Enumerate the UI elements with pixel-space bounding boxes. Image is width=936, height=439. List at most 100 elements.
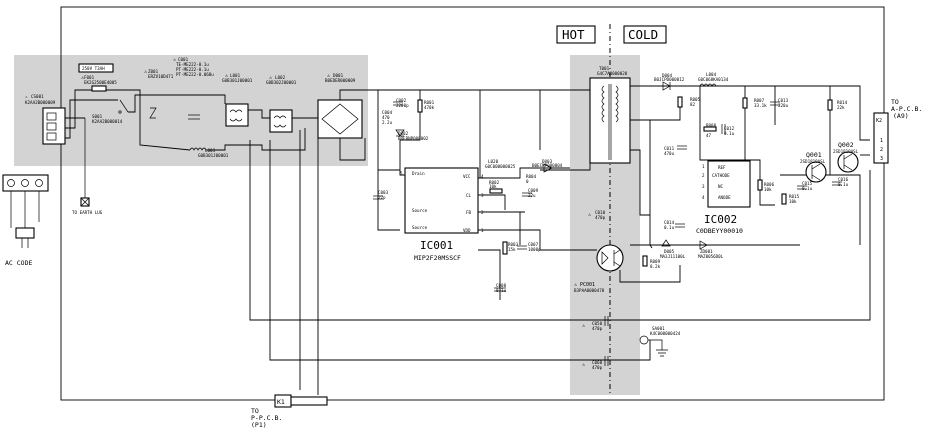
svg-text:VDD: VDD: [463, 228, 471, 233]
cold-zone-label: COLD: [623, 25, 667, 44]
svg-text:P-P.C.B.: P-P.C.B.: [251, 414, 282, 422]
r009-resistor: R009 8.2k: [642, 255, 661, 269]
svg-text:Drain: Drain: [412, 171, 425, 176]
svg-text:2: 2: [481, 210, 484, 215]
d003-diode: D003 B0ECKP000004: [532, 159, 563, 173]
warning-icon: ⚠: [173, 57, 176, 63]
c004-capacitor: C004 470 2.2u: [382, 110, 393, 125]
svg-text:B0EDER000009: B0EDER000009: [325, 78, 356, 83]
svg-text:4: 4: [702, 195, 705, 200]
svg-text:33.1k: 33.1k: [754, 103, 767, 108]
svg-text:250V T3AH: 250V T3AH: [82, 66, 105, 71]
svg-text:C011: C011: [664, 146, 675, 151]
svg-text:G0B301J00001: G0B301J00001: [222, 78, 253, 83]
r015-resistor: R015 10k: [781, 193, 800, 205]
c009-capacitor: C009 22u: [522, 188, 539, 198]
warning-icon: ⚠: [25, 94, 28, 99]
svg-text:C012: C012: [724, 126, 735, 131]
d005-diode: D005 MA3J11100L: [660, 239, 686, 259]
c011-capacitor: C011 470u: [664, 145, 687, 156]
s001-switch: S001 K2AA2B000014: [92, 99, 129, 124]
svg-text:C014: C014: [664, 220, 675, 225]
svg-text:HOT: HOT: [562, 27, 585, 42]
svg-text:0.1u: 0.1u: [496, 288, 507, 293]
svg-text:1000p: 1000p: [528, 247, 541, 252]
svg-text:R008: R008: [706, 123, 717, 128]
svg-text:C003: C003: [378, 190, 389, 195]
svg-text:220u: 220u: [778, 103, 789, 108]
svg-text:R009: R009: [650, 259, 661, 264]
svg-text:470: 470: [382, 115, 390, 120]
r002-resistor: R002 10k: [489, 180, 503, 194]
r001-resistor: R001 470k: [417, 99, 435, 113]
svg-text:D003: D003: [542, 159, 553, 164]
c050-capacitor: ⚠ C050 470p: [582, 316, 609, 331]
secondary-wiring: [249, 85, 871, 395]
c016-capacitor: C016 0.1u: [832, 177, 849, 187]
svg-text:C002: C002: [396, 98, 407, 103]
svg-text:D004: D004: [662, 73, 673, 78]
svg-text:CATHODE: CATHODE: [712, 173, 730, 178]
c015-capacitor: C015 0.1u: [797, 181, 813, 191]
svg-text:0.1u: 0.1u: [802, 186, 813, 191]
svg-text:PT-ME222-0.1u: PT-ME222-0.1u: [176, 67, 209, 72]
d001-bridge-rectifier: D001 B0EDER000009: [317, 73, 363, 139]
svg-text:2SD1819ASL: 2SD1819ASL: [833, 149, 859, 154]
svg-text:AC CODE: AC CODE: [5, 259, 32, 267]
svg-text:K2AA2B000014: K2AA2B000014: [92, 119, 123, 124]
svg-text:0.1u: 0.1u: [664, 225, 675, 230]
svg-text:C008: C008: [496, 283, 507, 288]
svg-text:R003: R003: [508, 242, 519, 247]
svg-text:Source: Source: [412, 208, 428, 213]
pc001-optocoupler: ⚠ PC001 B3PAA0000478: [574, 244, 624, 293]
svg-text:C013: C013: [778, 98, 789, 103]
svg-text:C050: C050: [592, 321, 603, 326]
svg-text:R002: R002: [489, 180, 500, 185]
t001-transformer: T001 G4C7A0000028: [589, 66, 631, 164]
input-wiring: [65, 89, 366, 161]
svg-text:L002: L002: [275, 75, 286, 80]
svg-text:3: 3: [702, 184, 705, 189]
svg-text:2.2u: 2.2u: [382, 120, 393, 125]
svg-text:ZD001: ZD001: [700, 249, 713, 254]
svg-text:22k: 22k: [837, 105, 845, 110]
k1-connector: K1 TO P-P.C.B. (P1): [251, 394, 328, 429]
svg-text:NC: NC: [718, 184, 724, 189]
warning-icon: ⚠: [582, 323, 585, 329]
svg-text:VCC: VCC: [463, 174, 471, 179]
svg-text:FB: FB: [466, 210, 472, 215]
r008-resistor: R008 47: [703, 123, 717, 138]
svg-text:3: 3: [880, 156, 883, 162]
c003-capacitor: C003 22p: [373, 190, 389, 200]
svg-text:G0C000000025: G0C000000025: [485, 164, 516, 169]
svg-text:(A9): (A9): [893, 112, 909, 120]
svg-text:T001: T001: [599, 66, 610, 71]
l004-inductor: L004 G0C068KA0134: [698, 72, 729, 87]
warning-icon: ⚠: [81, 75, 84, 81]
svg-text:R001: R001: [424, 100, 435, 105]
svg-text:R015: R015: [789, 194, 800, 199]
c013-capacitor: C013 220u: [770, 98, 789, 108]
earth-lug: TO EARTH LUG: [72, 118, 103, 215]
svg-text:R014: R014: [837, 100, 848, 105]
svg-text:COLD: COLD: [628, 27, 658, 42]
svg-text:4: 4: [481, 174, 484, 179]
f001-fuse: F001 EK2G2500E4005: [84, 75, 117, 92]
svg-text:3: 3: [481, 193, 484, 198]
svg-text:470p: 470p: [592, 326, 603, 331]
svg-text:K2AA2B000009: K2AA2B000009: [25, 100, 56, 105]
svg-text:CL: CL: [466, 193, 472, 198]
ic002-shunt-regulator: REF CATHODE NC ANODE 1 2 3 4 IC002 C0DBE…: [696, 160, 751, 235]
svg-text:2200p: 2200p: [396, 103, 409, 108]
svg-text:K4C000000424: K4C000000424: [650, 331, 681, 336]
warning-icon: ⚠: [574, 282, 577, 288]
svg-text:TE-ME222-0.1u: TE-ME222-0.1u: [176, 62, 209, 67]
r006-resistor: R006 10k: [757, 179, 775, 192]
svg-text:L020: L020: [488, 159, 499, 164]
svg-text:5: 5: [400, 171, 403, 176]
svg-text:22p: 22p: [378, 195, 386, 200]
svg-text:G0B301J00001: G0B301J00001: [198, 153, 229, 158]
ic001-controller: Drain Source Source VCC CL FB VDD 5 4 3 …: [400, 167, 484, 262]
svg-text:47: 47: [706, 133, 712, 138]
